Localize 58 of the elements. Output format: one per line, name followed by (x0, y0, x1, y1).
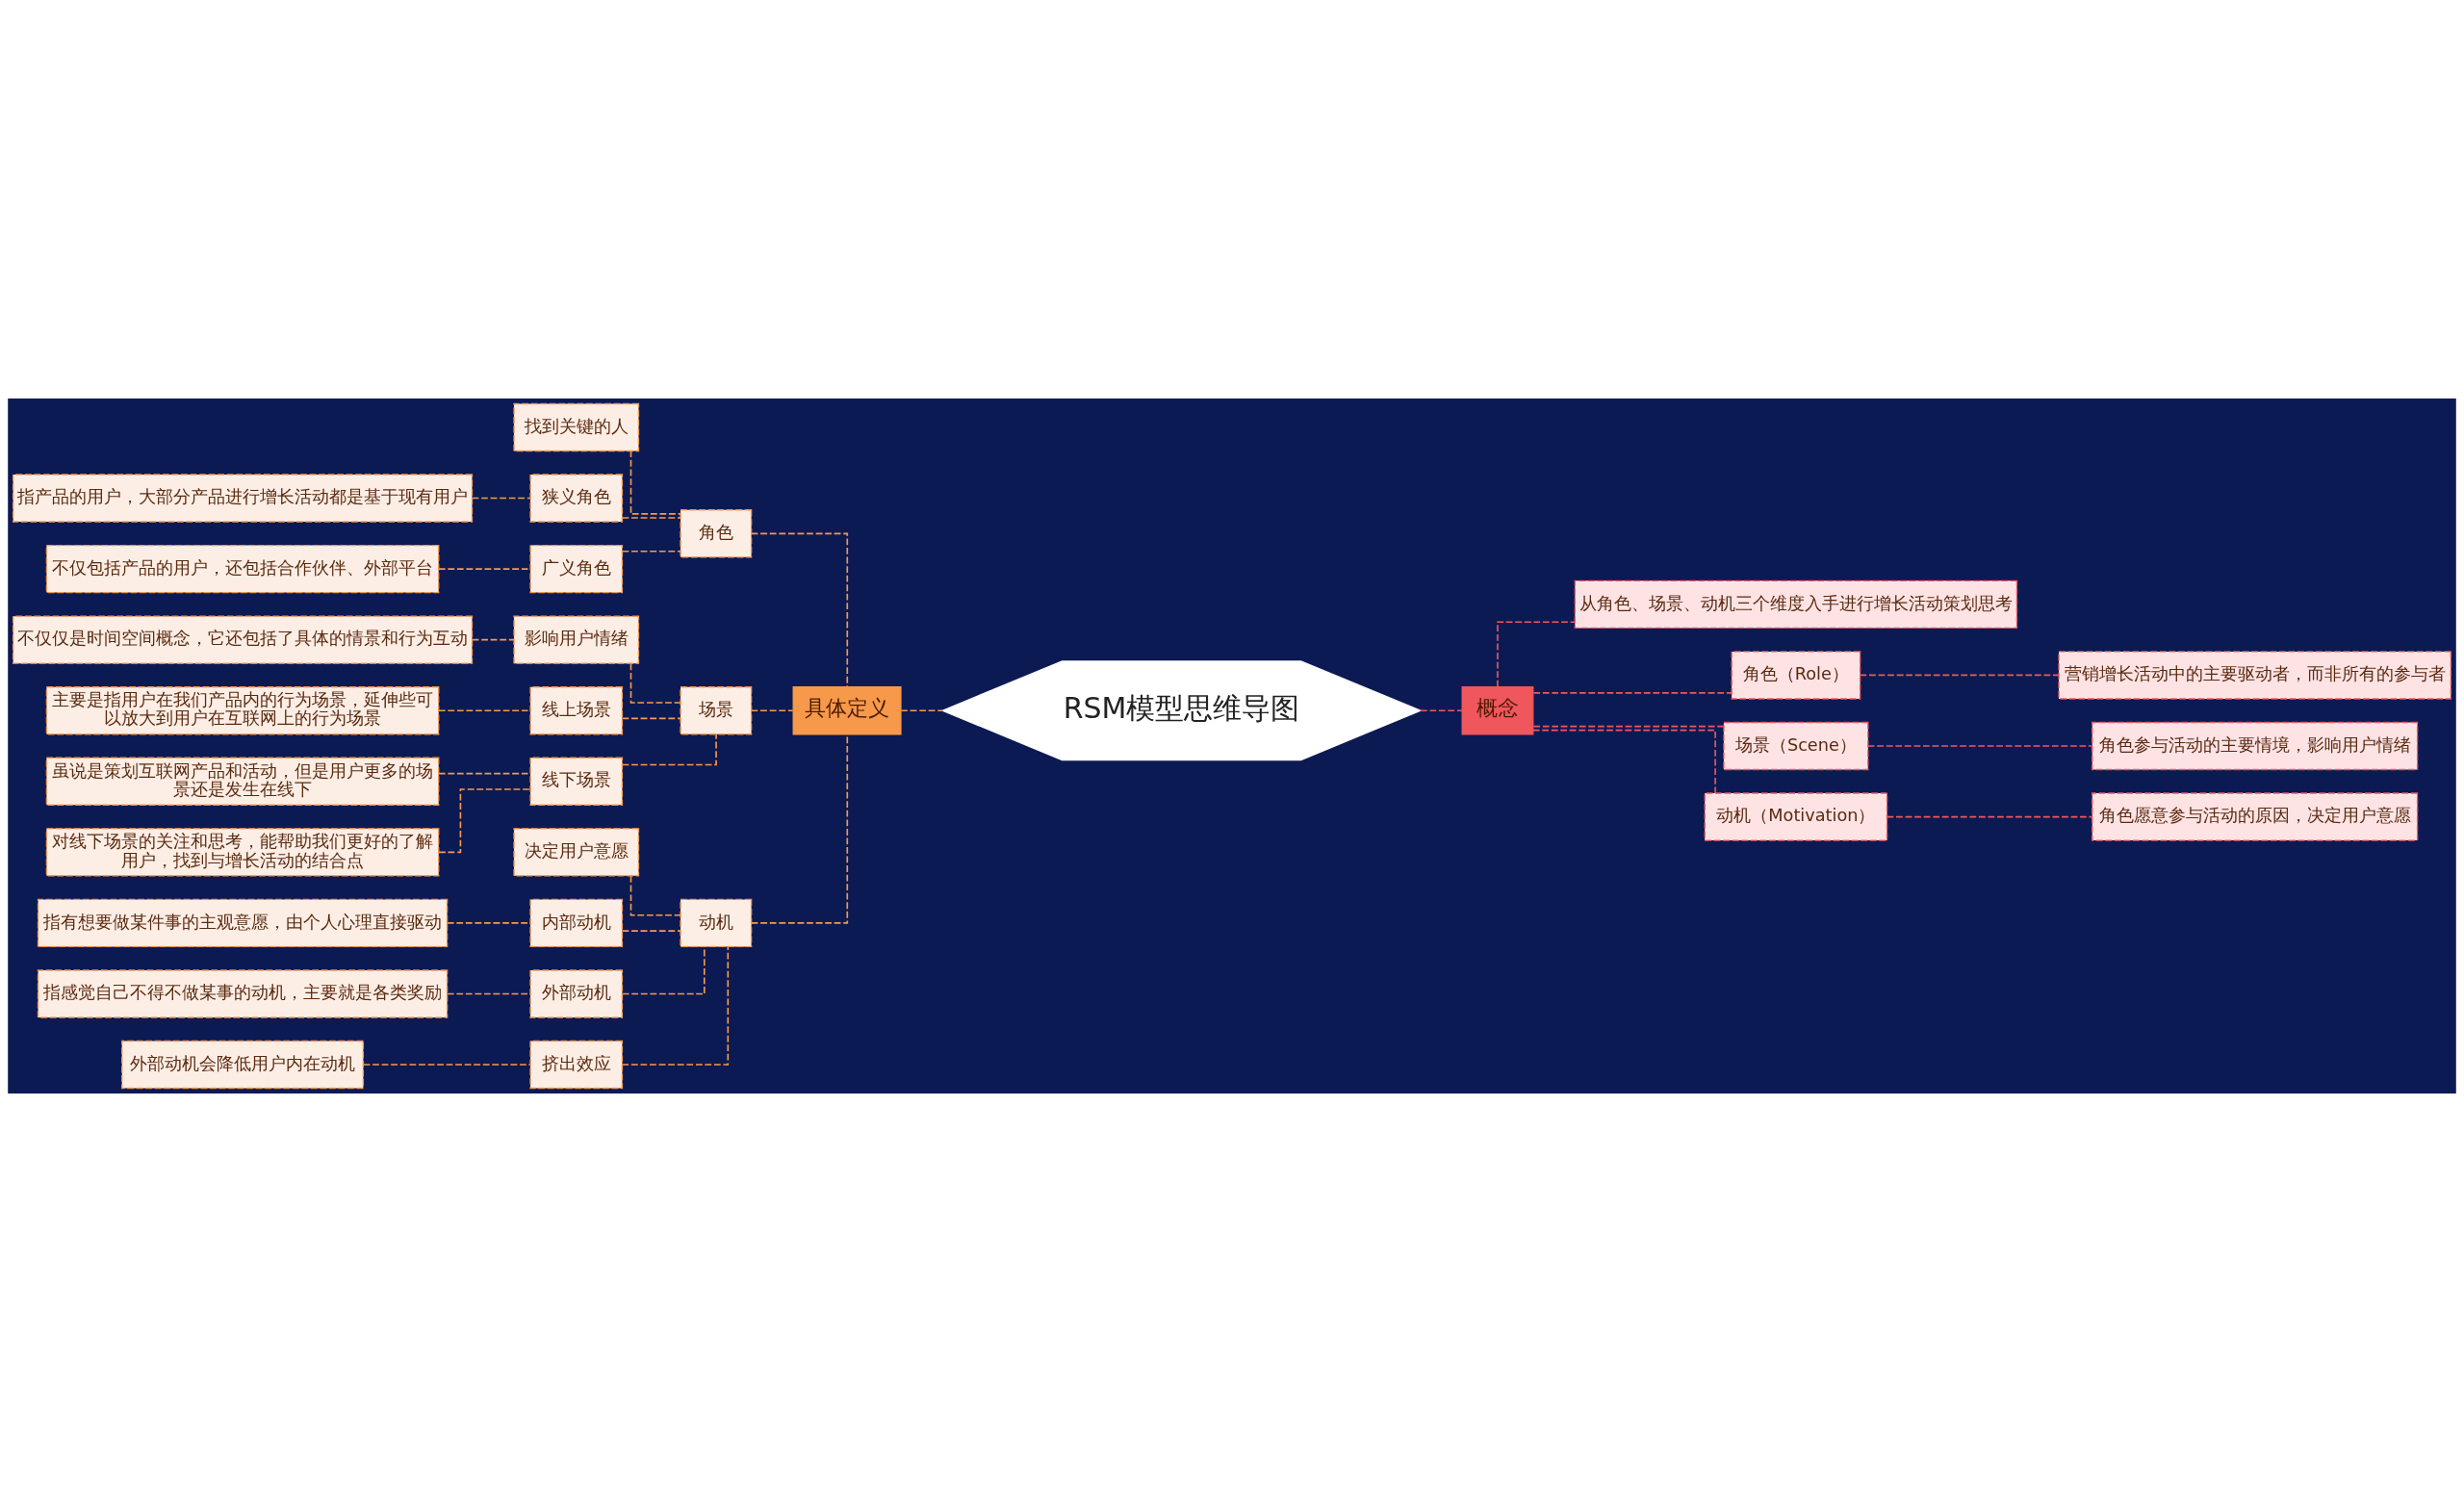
connector (621, 733, 717, 766)
node-box: 指产品的用户，大部分产品进行增长活动都是基于现有用户 (13, 474, 474, 523)
node-box: 线上场景 (529, 686, 624, 735)
node-box: 角色参与活动的主要情境，影响用户情绪 (2092, 721, 2419, 771)
node-box: 角色愿意参与活动的原因，决定用户意愿 (2092, 792, 2419, 841)
connector (471, 497, 531, 500)
node-box: 指有想要做某件事的主观意愿，由个人心理直接驱动 (37, 898, 449, 948)
connector (900, 709, 944, 712)
node-box: 不仅仅是时间空间概念，它还包括了具体的情景和行为互动 (13, 615, 474, 664)
connector (1419, 709, 1463, 712)
connector (1867, 745, 2093, 747)
connector (437, 568, 531, 570)
node-box: 对线下场景的关注和思考，能帮助我们更好的了解用户，找到与增长活动的结合点 (45, 828, 440, 877)
node-box: 挤出效应 (529, 1040, 624, 1090)
connector (750, 733, 849, 924)
node-box: 动机 (680, 898, 753, 948)
connector (1532, 725, 1725, 728)
node-box: 广义角色 (529, 544, 624, 594)
connector (621, 717, 681, 720)
node-box: 具体定义 (792, 686, 902, 735)
node-box: 外部动机会降低用户内在动机 (121, 1040, 365, 1090)
node-box: 主要是指用户在我们产品内的行为场景，延伸些可以放大到用户在互联网上的行为场景 (45, 686, 440, 735)
connector (621, 946, 730, 1066)
node-box: 找到关键的人 (513, 402, 640, 452)
connector (750, 532, 849, 688)
node-box: 场景（Scene） (1723, 721, 1869, 771)
node-box: 狭义角色 (529, 474, 624, 523)
connector (621, 517, 681, 519)
node-box: 场景 (680, 686, 753, 735)
connector (437, 709, 531, 712)
node-box: 角色 (680, 509, 753, 558)
connector (1859, 674, 2060, 677)
node-box: 虽说是策划互联网产品和活动，但是用户更多的场景还是发生在线下 (45, 757, 440, 806)
connector (1497, 621, 1576, 688)
connector (629, 662, 681, 704)
connector (629, 875, 681, 916)
node-box: 决定用户意愿 (513, 828, 640, 877)
node-box: 从角色、场景、动机三个维度入手进行增长活动策划思考 (1574, 579, 2018, 630)
connector (1532, 692, 1732, 694)
node-box: 线下场景 (529, 757, 624, 806)
connector (471, 638, 515, 641)
node-box: 动机（Motivation） (1704, 792, 1888, 841)
connector (1532, 729, 1716, 794)
node-box: 内部动机 (529, 898, 624, 948)
connector (1886, 815, 2093, 818)
connector (621, 930, 681, 932)
connector (621, 550, 681, 553)
connector (750, 709, 794, 712)
connector (629, 450, 681, 515)
node-box: 概念 (1461, 686, 1534, 735)
node-box: 指感觉自己不得不做某事的动机，主要就是各类奖励 (37, 969, 449, 1018)
node-box: 外部动机 (529, 969, 624, 1018)
node-box: 营销增长活动中的主要驱动者，而非所有的参与者 (2058, 651, 2451, 700)
node-box: 不仅包括产品的用户，还包括合作伙伴、外部平台 (45, 544, 440, 594)
node-box: 角色（Role） (1731, 651, 1861, 700)
connector (362, 1064, 531, 1066)
connector (437, 772, 531, 775)
node-box: 影响用户情绪 (513, 615, 640, 664)
